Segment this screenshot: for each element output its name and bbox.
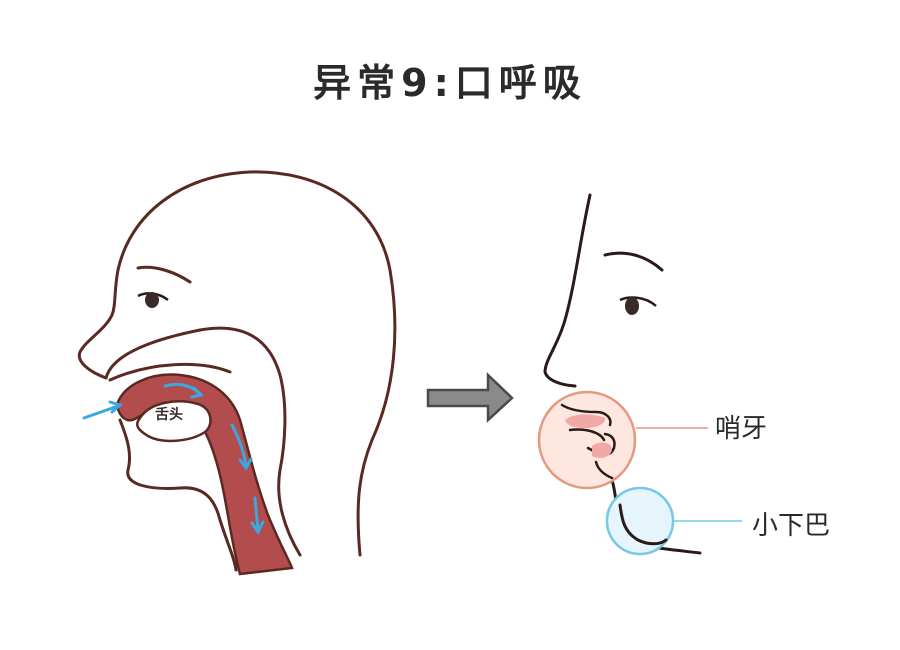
jaw-line (118, 418, 238, 572)
airway-passage (116, 373, 294, 576)
transition-arrow (426, 372, 514, 423)
tongue-shape (136, 400, 212, 443)
bucked-teeth-label: 哨牙 (715, 414, 768, 444)
nasal-cavity (104, 326, 302, 557)
tongue-label: 舌头 (155, 407, 183, 423)
eyebrow (136, 265, 192, 284)
eyes (137, 292, 657, 315)
lower-gums (592, 442, 612, 458)
head-outline (77, 170, 397, 557)
airflow-arrows (82, 382, 265, 535)
palate-line (108, 362, 232, 382)
head-cross-section (77, 170, 397, 572)
chin-drawing (618, 503, 668, 546)
page-title: 异常9:口呼吸 (313, 61, 587, 105)
small-chin-label: 小下巴 (752, 511, 831, 541)
teeth-circle (537, 390, 637, 490)
chin-circle (605, 486, 675, 556)
face-outline (543, 193, 592, 388)
gums (565, 414, 606, 428)
face-eyebrow (603, 251, 664, 272)
